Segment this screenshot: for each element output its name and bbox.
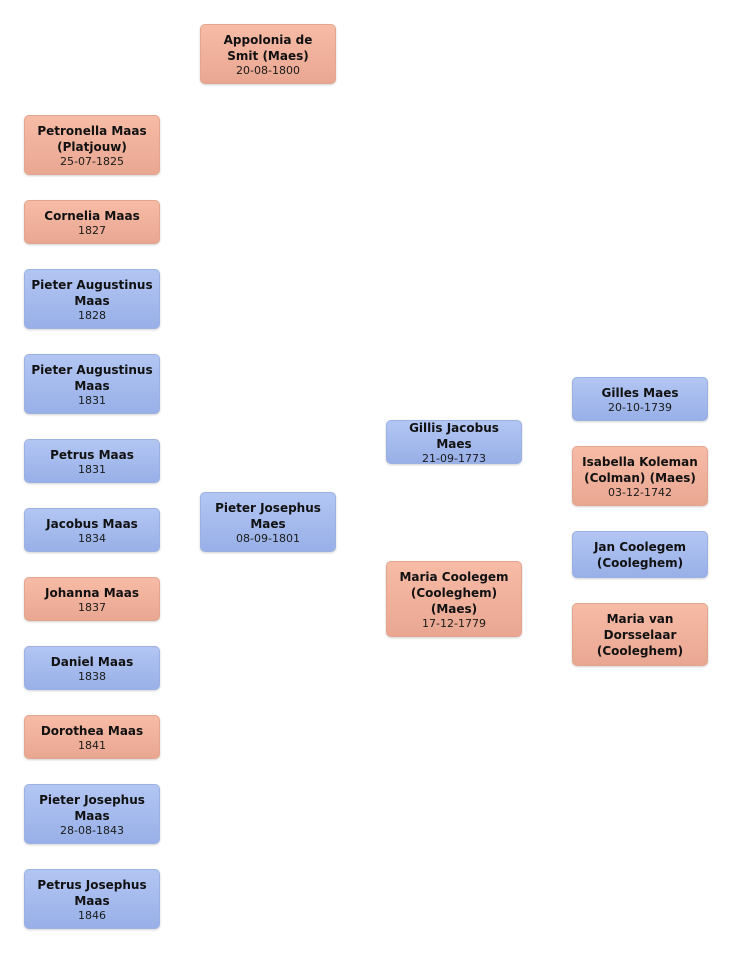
person-date: 1831 xyxy=(78,462,106,476)
person-name: Petrus Josephus Maas xyxy=(37,877,147,908)
person-name: Gillis Jacobus Maes xyxy=(409,420,499,451)
person-name: Appolonia de Smit (Maes) xyxy=(223,32,313,63)
child-node[interactable]: Pieter Augustinus Maas 1831 xyxy=(24,354,160,414)
person-name: Johanna Maas xyxy=(45,585,139,600)
person-date: 1838 xyxy=(78,669,106,683)
person-date: 25-07-1825 xyxy=(60,154,124,168)
focus-person-node[interactable]: Pieter Josephus Maes 08-09-1801 xyxy=(200,492,336,552)
child-node[interactable]: Daniel Maas 1838 xyxy=(24,646,160,690)
child-node[interactable]: Dorothea Maas 1841 xyxy=(24,715,160,759)
maternal-grandmother-node[interactable]: Maria van Dorsselaar (Cooleghem) xyxy=(572,603,708,666)
person-date: 1837 xyxy=(78,600,106,614)
child-node[interactable]: Petronella Maas (Platjouw) 25-07-1825 xyxy=(24,115,160,175)
person-name: Pieter Augustinus Maas xyxy=(31,277,153,308)
person-date: 1828 xyxy=(78,308,106,322)
maternal-grandfather-node[interactable]: Jan Coolegem (Cooleghem) xyxy=(572,531,708,578)
person-date: 1827 xyxy=(78,223,106,237)
person-date: 1831 xyxy=(78,393,106,407)
person-date: 1841 xyxy=(78,738,106,752)
person-name: Daniel Maas xyxy=(50,654,134,669)
person-name: Isabella Koleman (Colman) (Maes) xyxy=(582,454,698,485)
paternal-grandmother-node[interactable]: Isabella Koleman (Colman) (Maes) 03-12-1… xyxy=(572,446,708,506)
person-date: 1834 xyxy=(78,531,106,545)
paternal-grandfather-node[interactable]: Gilles Maes 20-10-1739 xyxy=(572,377,708,421)
person-name: Gilles Maes xyxy=(601,385,679,400)
person-name: Petronella Maas (Platjouw) xyxy=(37,123,147,154)
person-name: Jacobus Maas xyxy=(46,516,138,531)
person-name: Pieter Josephus Maes xyxy=(215,500,321,531)
mother-node[interactable]: Maria Coolegem (Cooleghem) (Maes) 17-12-… xyxy=(386,561,522,637)
person-name: Pieter Augustinus Maas xyxy=(31,362,153,393)
person-name: Petrus Maas xyxy=(50,447,134,462)
child-node[interactable]: Johanna Maas 1837 xyxy=(24,577,160,621)
father-node[interactable]: Gillis Jacobus Maes 21-09-1773 xyxy=(386,420,522,465)
person-date: 20-10-1739 xyxy=(608,400,672,414)
person-name: Jan Coolegem (Cooleghem) xyxy=(593,539,687,570)
child-node[interactable]: Jacobus Maas 1834 xyxy=(24,508,160,552)
person-date: 03-12-1742 xyxy=(608,485,672,499)
person-date: 20-08-1800 xyxy=(236,63,300,77)
person-name: Pieter Josephus Maas xyxy=(39,792,145,823)
child-node[interactable]: Pieter Augustinus Maas 1828 xyxy=(24,269,160,329)
person-date: 08-09-1801 xyxy=(236,531,300,545)
spouse-node[interactable]: Appolonia de Smit (Maes) 20-08-1800 xyxy=(200,24,336,84)
child-node[interactable]: Petrus Maas 1831 xyxy=(24,439,160,483)
person-name: Maria van Dorsselaar (Cooleghem) xyxy=(596,611,684,658)
person-date: 17-12-1779 xyxy=(422,616,486,630)
person-name: Cornelia Maas xyxy=(44,208,140,223)
person-date: 1846 xyxy=(78,908,106,922)
child-node[interactable]: Cornelia Maas 1827 xyxy=(24,200,160,244)
person-name: Maria Coolegem (Cooleghem) (Maes) xyxy=(399,569,509,616)
person-date: 21-09-1773 xyxy=(422,451,486,465)
person-date: 28-08-1843 xyxy=(60,823,124,837)
child-node[interactable]: Petrus Josephus Maas 1846 xyxy=(24,869,160,929)
person-name: Dorothea Maas xyxy=(40,723,144,738)
child-node[interactable]: Pieter Josephus Maas 28-08-1843 xyxy=(24,784,160,844)
